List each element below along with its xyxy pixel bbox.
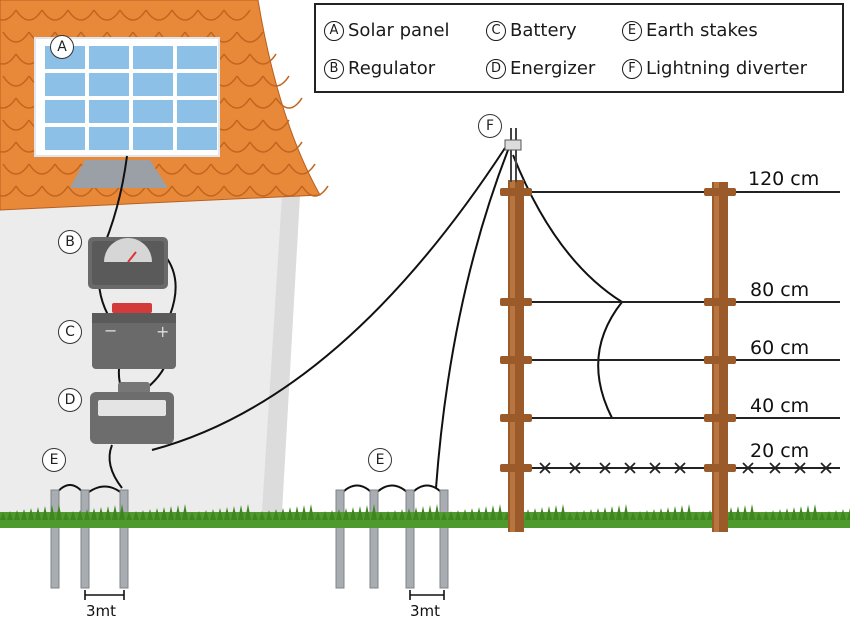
battery: − + bbox=[92, 303, 176, 369]
marker-b: B bbox=[58, 230, 82, 254]
svg-text:−: − bbox=[104, 321, 117, 340]
height-label-80: 80 cm bbox=[750, 279, 810, 301]
regulator bbox=[88, 237, 168, 289]
height-label-120: 120 cm bbox=[748, 168, 820, 190]
lightning-diverter bbox=[504, 128, 522, 182]
height-label-20: 20 cm bbox=[750, 440, 810, 462]
marker-a: A bbox=[50, 35, 74, 59]
marker-e-right: E bbox=[368, 448, 392, 472]
fence-posts bbox=[500, 180, 736, 532]
distance-markers bbox=[84, 590, 445, 600]
stake-distance-right: 3mt bbox=[410, 602, 441, 620]
height-label-40: 40 cm bbox=[750, 395, 810, 417]
marker-d: D bbox=[58, 388, 82, 412]
marker-e-left: E bbox=[42, 448, 66, 472]
earth-stakes-right bbox=[335, 489, 449, 589]
svg-text:+: + bbox=[156, 322, 169, 341]
marker-c: C bbox=[58, 320, 82, 344]
marker-f: F bbox=[478, 114, 502, 138]
energizer bbox=[90, 382, 174, 444]
earth-stakes-left bbox=[50, 489, 129, 589]
barbed-wire bbox=[539, 462, 832, 474]
solar-panel bbox=[34, 37, 220, 188]
height-label-60: 60 cm bbox=[750, 337, 810, 359]
fence-wires bbox=[500, 191, 840, 469]
stake-distance-left: 3mt bbox=[86, 602, 117, 620]
